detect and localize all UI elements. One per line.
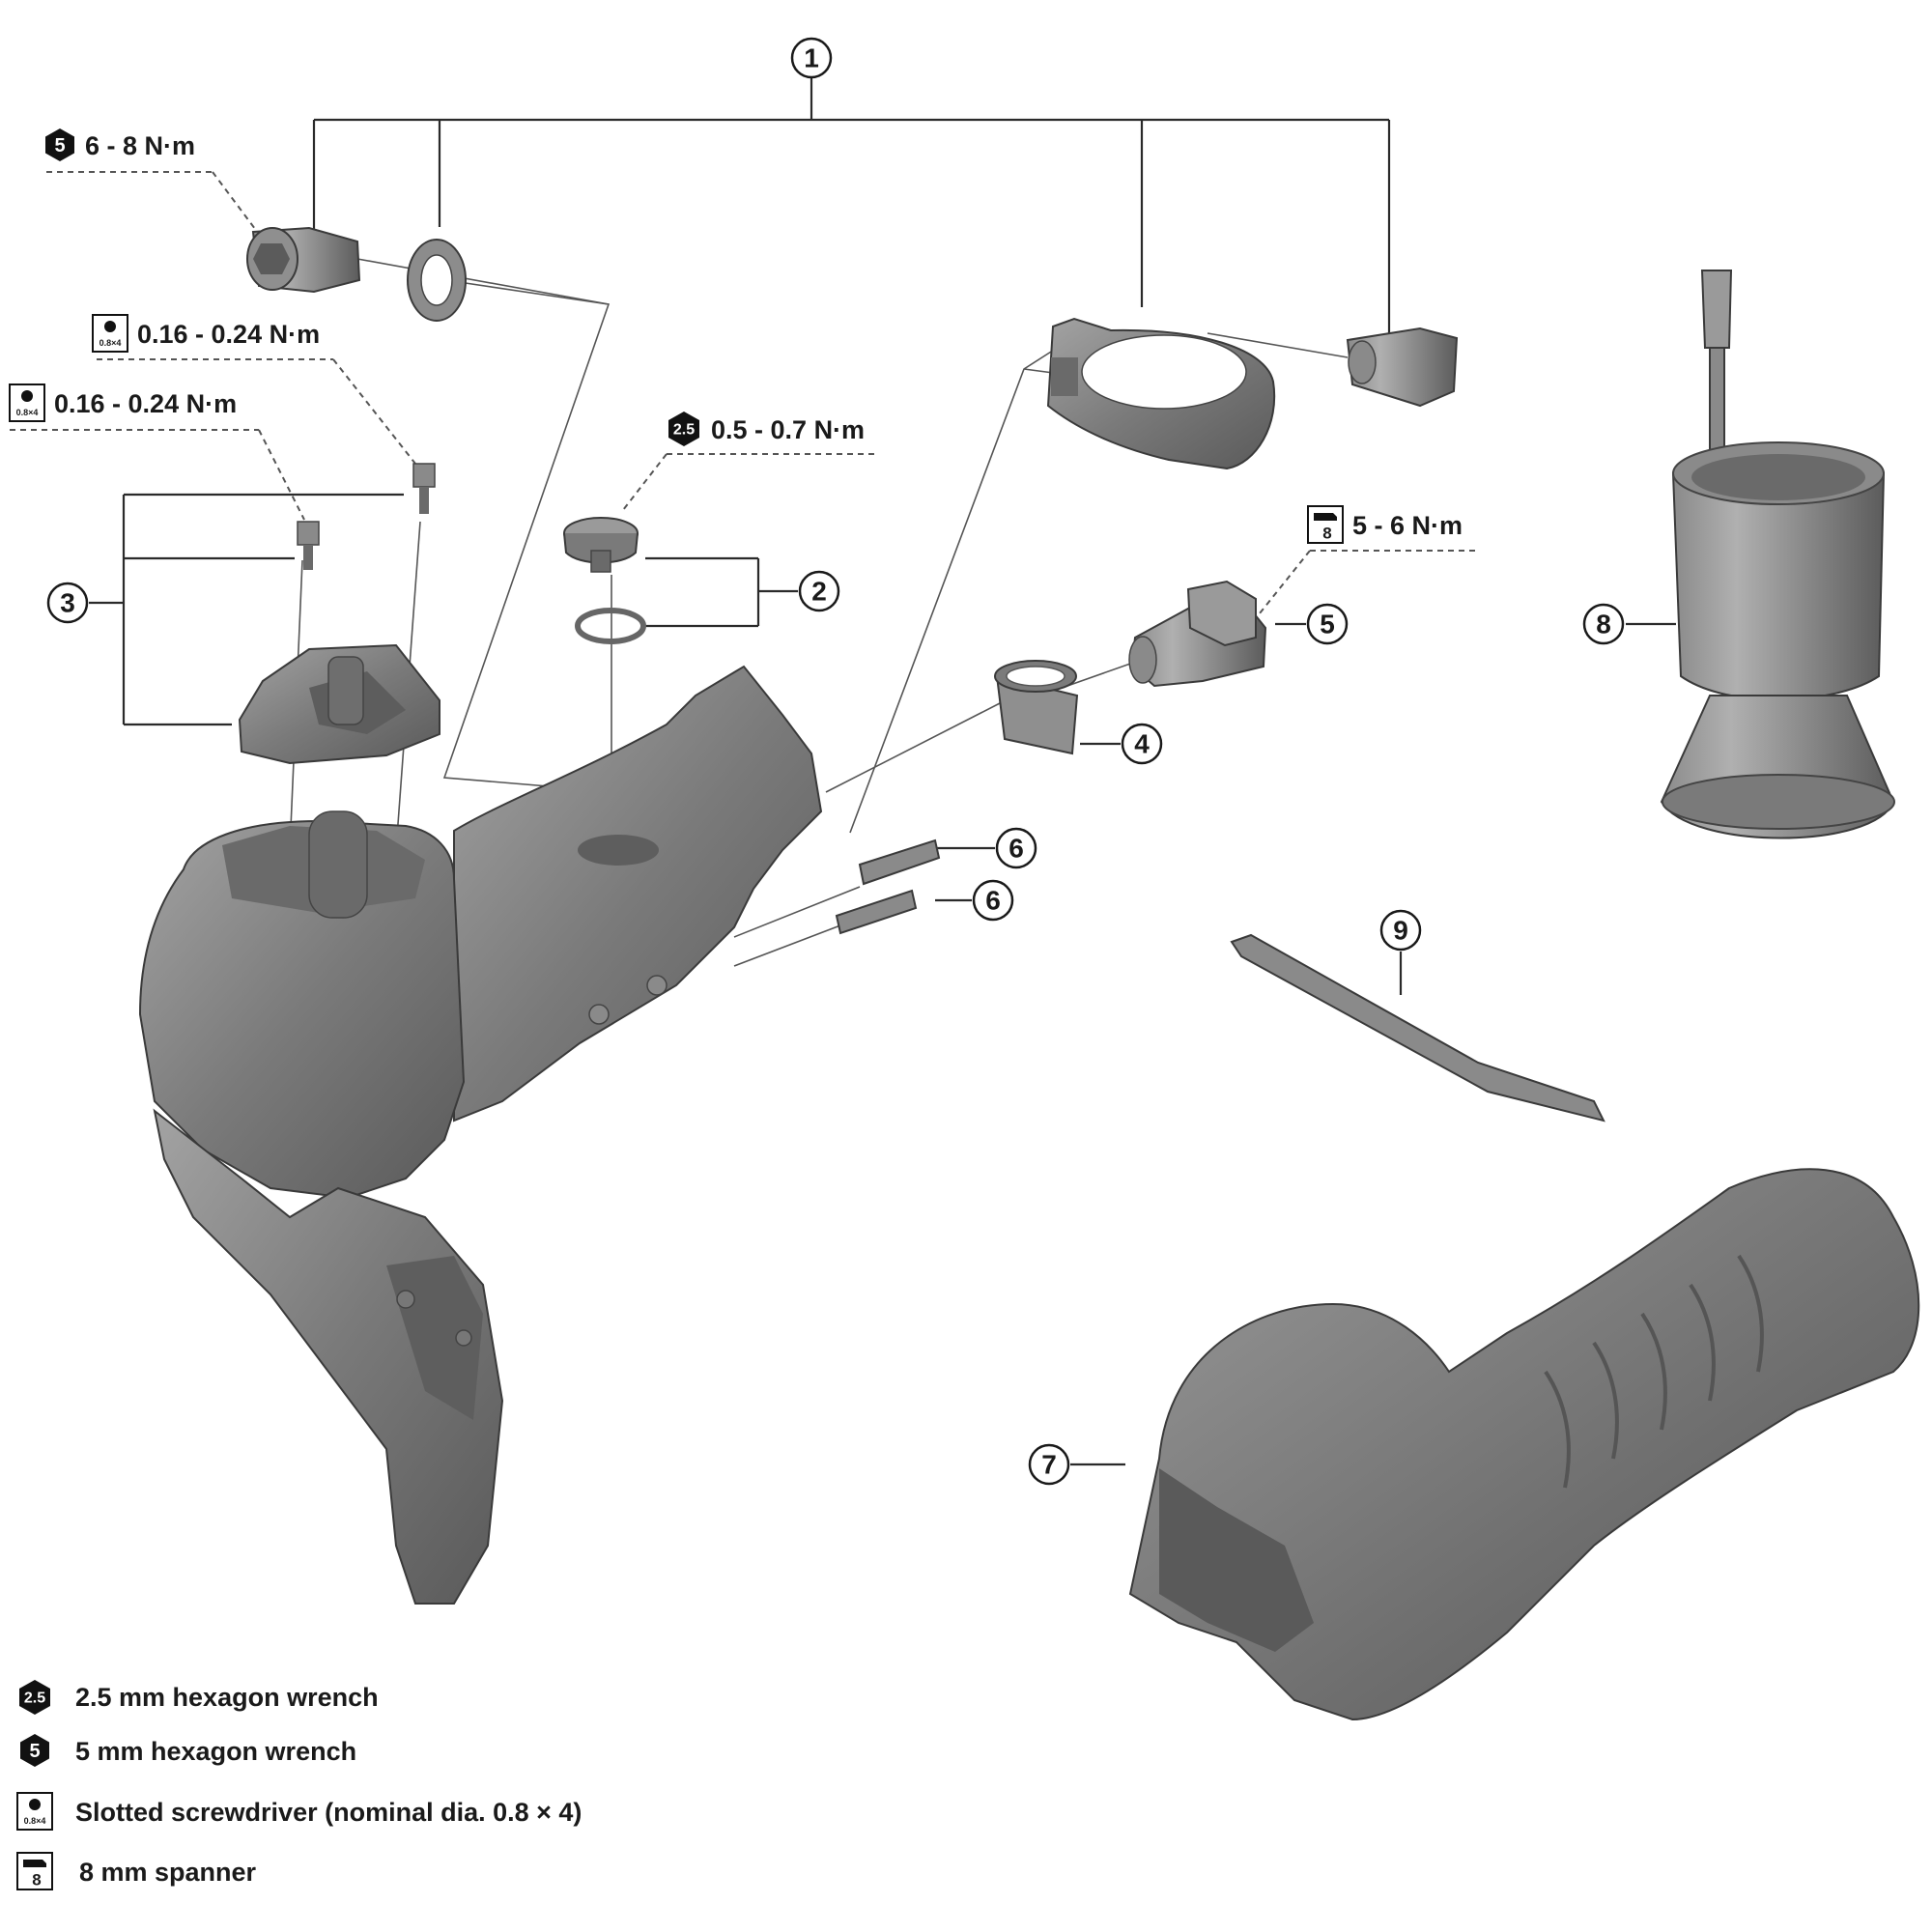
legend-item-spanner: 8 8 mm spanner xyxy=(16,1852,257,1890)
svg-text:0.8×4: 0.8×4 xyxy=(99,338,122,348)
svg-text:2.5: 2.5 xyxy=(673,422,695,439)
legend-text-spanner: 8 mm spanner xyxy=(79,1858,257,1887)
spanner-8-icon: 8 xyxy=(16,1852,53,1890)
torque-label-bleed-screw: 2.5 0.5 - 0.7 N·m xyxy=(668,412,865,446)
torque-label-lever-screw-upper: 0.8×4 0.16 - 0.24 N·m xyxy=(92,314,320,353)
callout-2-number: 2 xyxy=(811,577,827,607)
torque-value-hose-nut: 5 - 6 N·m xyxy=(1352,511,1463,540)
callout-6-upper: 6 xyxy=(995,827,1037,869)
hex-2.5-icon: 2.5 xyxy=(19,1680,50,1715)
callout-9: 9 xyxy=(1379,909,1422,952)
callout-1: 1 xyxy=(790,37,833,79)
spacer-ring xyxy=(994,660,1079,755)
tool-legend: 2.5 2.5 mm hexagon wrench 5 5 mm hexagon… xyxy=(16,1680,582,1890)
torque-label-hose-nut: 8 5 - 6 N·m xyxy=(1307,505,1463,544)
slotted-screwdriver-icon: 0.8×4 xyxy=(9,384,45,422)
torque-value-lever-screw-lower: 0.16 - 0.24 N·m xyxy=(54,389,237,418)
torque-label-cap-bolt: 5 6 - 8 N·m xyxy=(45,128,195,161)
slotted-screwdriver-icon: 0.8×4 xyxy=(16,1792,53,1831)
o-ring xyxy=(575,608,646,644)
legend-item-hex-5: 5 5 mm hexagon wrench xyxy=(20,1734,356,1767)
callout-1-number: 1 xyxy=(804,43,819,73)
hood-cover xyxy=(1128,1168,1920,1721)
callout-8: 8 xyxy=(1582,603,1625,645)
torque-value-lever-screw-upper: 0.16 - 0.24 N·m xyxy=(137,320,320,349)
svg-text:0.8×4: 0.8×4 xyxy=(24,1816,46,1826)
callout-5: 5 xyxy=(1306,603,1349,645)
lever-body xyxy=(138,665,823,1605)
clamp-bolt xyxy=(1346,327,1459,408)
callout-2: 2 xyxy=(798,570,840,612)
legend-text-hex-2-5: 2.5 mm hexagon wrench xyxy=(75,1683,379,1712)
callout-7: 7 xyxy=(1028,1443,1070,1486)
svg-text:8: 8 xyxy=(32,1871,41,1889)
svg-text:8: 8 xyxy=(1322,525,1331,543)
torque-value-cap-bolt: 6 - 8 N·m xyxy=(85,131,195,160)
clamp-band xyxy=(1046,317,1276,470)
callout-4: 4 xyxy=(1121,723,1163,765)
svg-text:0.8×4: 0.8×4 xyxy=(16,408,39,417)
hose-pin-lower xyxy=(835,889,918,935)
callout-5-number: 5 xyxy=(1320,610,1335,639)
washer xyxy=(407,239,467,322)
hose-nut xyxy=(1128,580,1267,688)
callout-6-lower: 6 xyxy=(972,879,1014,922)
callout-3: 3 xyxy=(46,582,89,624)
lever-screw-lower xyxy=(297,521,320,570)
hex-5-icon: 5 xyxy=(45,128,74,161)
bleed-screw xyxy=(563,517,639,573)
svg-text:2.5: 2.5 xyxy=(24,1690,45,1707)
spanner-8-icon: 8 xyxy=(1307,505,1344,544)
torque-value-bleed-screw: 0.5 - 0.7 N·m xyxy=(711,415,865,444)
lever-cover xyxy=(238,643,440,765)
svg-text:5: 5 xyxy=(54,135,65,156)
legend-text-hex-5: 5 mm hexagon wrench xyxy=(75,1737,356,1766)
callout-6-number: 6 xyxy=(985,886,1001,916)
hex-2.5-icon: 2.5 xyxy=(668,412,699,446)
leader-lines xyxy=(10,77,1676,1466)
callout-9-number: 9 xyxy=(1393,916,1408,946)
hex-5-icon: 5 xyxy=(20,1734,49,1767)
legend-text-slotted-screwdriver: Slotted screwdriver (nominal dia. 0.8 × … xyxy=(75,1798,582,1827)
lever-screw-upper xyxy=(412,463,436,514)
legend-item-hex-2-5: 2.5 2.5 mm hexagon wrench xyxy=(19,1680,379,1715)
cap-bolt xyxy=(246,226,361,294)
callout-6-number: 6 xyxy=(1009,834,1024,864)
callout-7-number: 7 xyxy=(1041,1450,1057,1480)
callout-8-number: 8 xyxy=(1596,610,1611,639)
callout-3-number: 3 xyxy=(60,588,75,618)
torque-label-lever-screw-lower: 0.8×4 0.16 - 0.24 N·m xyxy=(9,384,237,422)
hose-pin-upper xyxy=(858,838,941,886)
callout-group: 1 2 3 4 5 6 6 7 8 9 xyxy=(46,37,1625,1486)
hood-grip-ribs xyxy=(1544,1254,1764,1489)
callout-4-number: 4 xyxy=(1134,729,1150,759)
legend-item-slotted-screwdriver: 0.8×4 Slotted screwdriver (nominal dia. … xyxy=(16,1792,582,1831)
svg-text:5: 5 xyxy=(29,1741,40,1762)
bleed-funnel xyxy=(1660,270,1895,839)
slotted-screwdriver-icon: 0.8×4 xyxy=(92,314,128,353)
hose-tool xyxy=(1230,933,1605,1122)
